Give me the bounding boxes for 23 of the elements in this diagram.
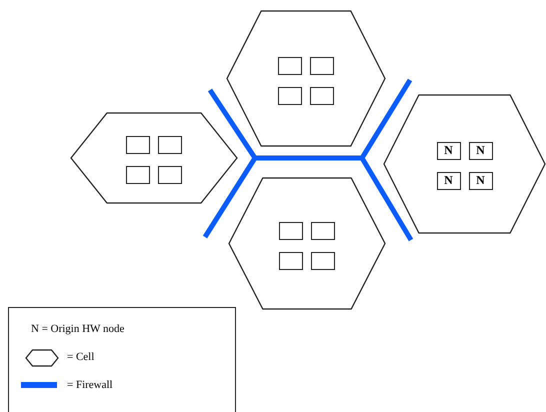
origin-node-box: N [436, 142, 460, 160]
cell-hexagon [226, 10, 386, 147]
origin-node-box: N [468, 142, 492, 160]
node-box [279, 222, 303, 240]
legend-text: = Firewall [67, 379, 113, 391]
node-box [158, 136, 182, 154]
cell-hexagon [228, 177, 386, 310]
node-box [158, 166, 182, 184]
node-box [278, 56, 302, 74]
node-box [310, 86, 334, 104]
node-box [311, 252, 335, 270]
node-box [126, 136, 150, 154]
node-box [310, 56, 334, 74]
cell-hexagon [383, 94, 546, 234]
node-box [311, 222, 335, 240]
origin-node-box: N [436, 172, 460, 190]
node-box [279, 252, 303, 270]
node-box [126, 166, 150, 184]
legend-text: N = Origin HW node [31, 323, 124, 335]
origin-node-box: N [468, 172, 492, 190]
node-box [278, 86, 302, 104]
cell-hexagon [70, 112, 238, 204]
legend-text: = Cell [67, 351, 94, 363]
